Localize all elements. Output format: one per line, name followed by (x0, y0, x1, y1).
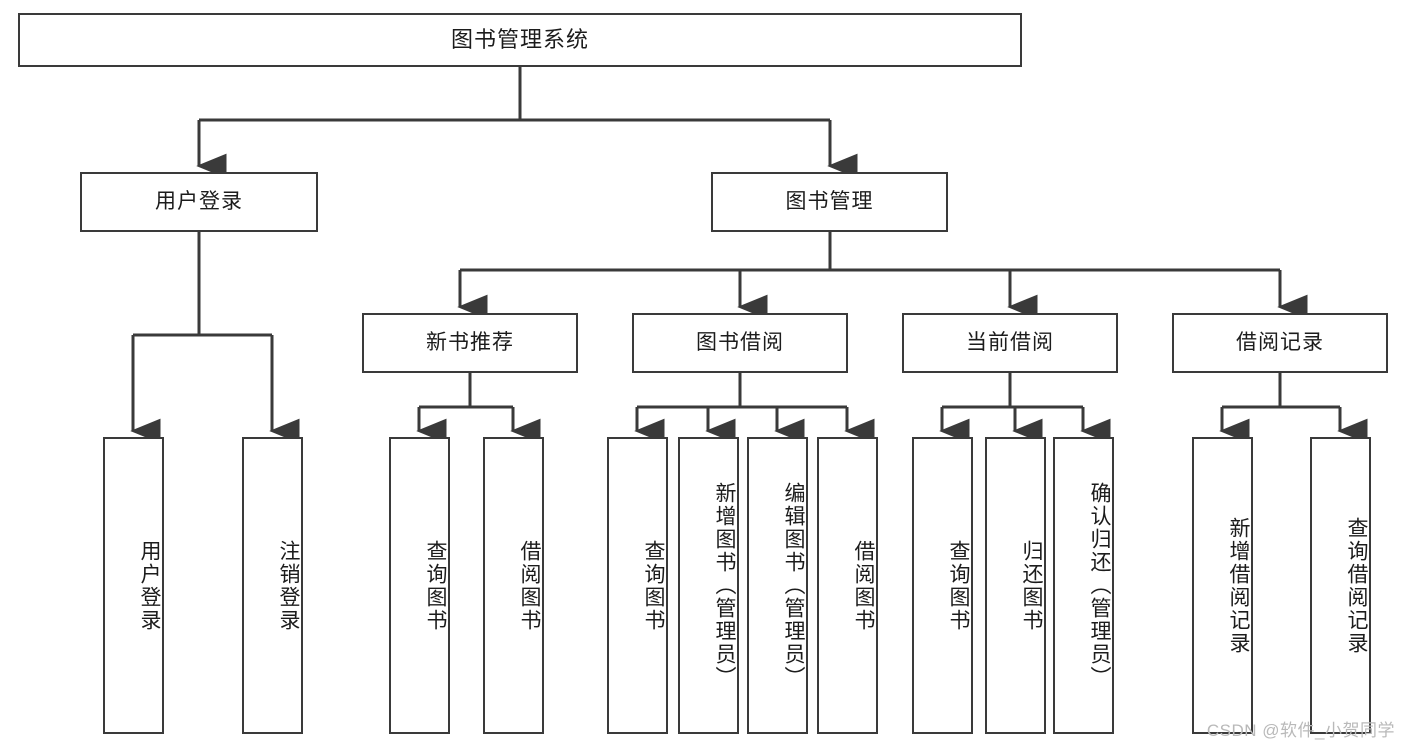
leaf-node[interactable]: 查询图书 (389, 437, 450, 734)
leaf-label: 新增图书（管理员） (713, 482, 736, 689)
leaf-node[interactable]: 借阅图书 (817, 437, 878, 734)
node-current-borrowing[interactable]: 当前借阅 (902, 313, 1118, 373)
node-user-login[interactable]: 用户登录 (80, 172, 318, 232)
leaf-label: 确认归还（管理员） (1088, 482, 1111, 689)
leaf-label: 查询图书 (424, 539, 447, 632)
leaf-label: 编辑图书（管理员） (782, 482, 805, 689)
leaf-node[interactable]: 编辑图书（管理员） (747, 437, 808, 734)
leaf-label: 用户登录 (138, 539, 161, 632)
leaf-node[interactable]: 用户登录 (103, 437, 164, 734)
node-root-book-management-system[interactable]: 图书管理系统 (18, 13, 1022, 67)
leaf-label: 归还图书 (1020, 539, 1043, 632)
leaf-label: 新增借阅记录 (1227, 516, 1250, 655)
leaf-node[interactable]: 注销登录 (242, 437, 303, 734)
leaf-node[interactable]: 归还图书 (985, 437, 1046, 734)
leaf-label: 查询图书 (947, 539, 970, 632)
leaf-node[interactable]: 确认归还（管理员） (1053, 437, 1114, 734)
node-book-management[interactable]: 图书管理 (711, 172, 948, 232)
leaf-node[interactable]: 借阅图书 (483, 437, 544, 734)
leaf-label: 查询借阅记录 (1345, 516, 1368, 655)
leaf-node[interactable]: 查询图书 (607, 437, 668, 734)
leaf-node[interactable]: 查询借阅记录 (1310, 437, 1371, 734)
leaf-label: 借阅图书 (518, 539, 541, 632)
leaf-label: 注销登录 (277, 539, 300, 632)
leaf-node[interactable]: 新增借阅记录 (1192, 437, 1253, 734)
leaf-node[interactable]: 新增图书（管理员） (678, 437, 739, 734)
leaf-node[interactable]: 查询图书 (912, 437, 973, 734)
node-borrowing-records[interactable]: 借阅记录 (1172, 313, 1388, 373)
leaf-label: 借阅图书 (852, 539, 875, 632)
leaf-label: 查询图书 (642, 539, 665, 632)
node-new-book-recommendation[interactable]: 新书推荐 (362, 313, 578, 373)
watermark-text: CSDN @软件_小贺同学 (1206, 721, 1395, 740)
node-book-borrowing[interactable]: 图书借阅 (632, 313, 848, 373)
